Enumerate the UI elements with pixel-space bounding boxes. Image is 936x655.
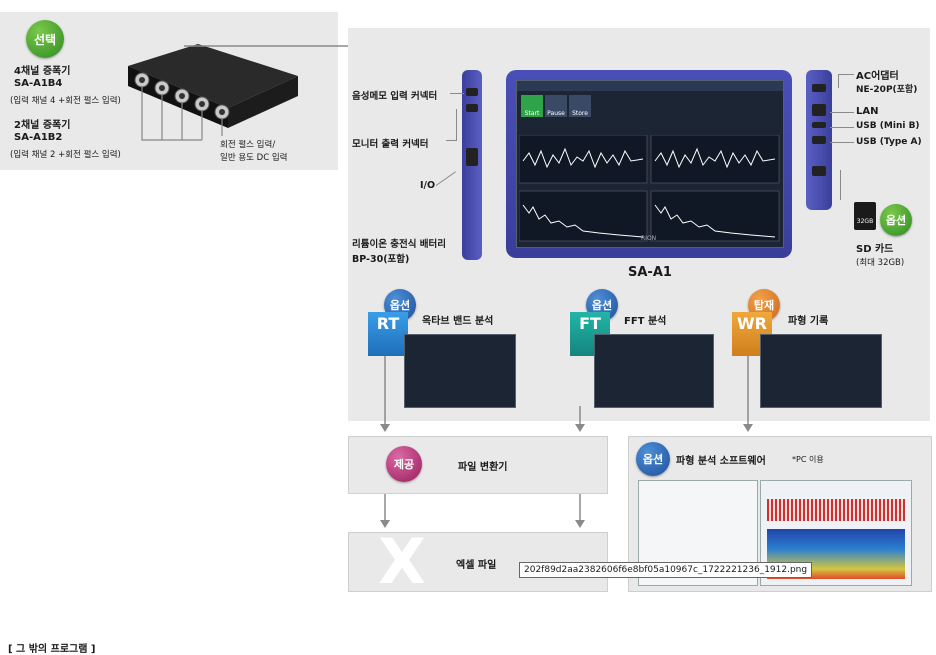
- lan-port: [812, 104, 826, 116]
- lan-line: [830, 112, 854, 113]
- software-screenshot-2: [760, 480, 912, 586]
- usb-mini-port: [812, 122, 826, 128]
- device-screen: Start Pause Store RION: [516, 80, 784, 248]
- battery-model: BP-30(포함): [352, 254, 410, 265]
- usb-a-label: USB (Type A): [856, 137, 922, 147]
- software-waveform: [767, 499, 905, 521]
- screen-pause-button[interactable]: Pause: [545, 95, 567, 117]
- sd-card-label: SD 카드: [856, 244, 894, 255]
- voice-memo-label: 음성메모 입력 커넥터: [352, 91, 438, 102]
- lan-label: LAN: [856, 106, 879, 117]
- amplifier-device: [128, 44, 298, 141]
- rt-tile-icon: RT: [368, 312, 408, 356]
- sd-line-v: [840, 170, 841, 200]
- filename-tooltip: 202f89d2aa2382606f6e8bf05a10967c_1722221…: [519, 562, 813, 578]
- software-label: 파형 분석 소프트웨어: [676, 456, 766, 467]
- voice-memo-line: [450, 93, 464, 94]
- provided-badge: 제공: [386, 446, 422, 482]
- usb-a-port: [812, 136, 826, 144]
- battery-label: 리튬이온 충전식 배터리: [352, 239, 447, 250]
- monitor-connector: [466, 104, 478, 112]
- screen-start-button[interactable]: Start: [521, 95, 543, 117]
- voice-connector: [466, 88, 478, 96]
- sd-card-icon: 32GB: [854, 202, 876, 230]
- ac-line-h: [838, 74, 854, 75]
- pulse-label-2: 일반 용도 DC 입력: [220, 153, 288, 163]
- device-name: SA-A1: [628, 265, 672, 280]
- four-ch-model: SA-A1B4: [14, 78, 63, 89]
- monitor-out-label: 모니터 출력 커넥터: [352, 139, 429, 150]
- ft-label: FFT 분석: [624, 316, 667, 327]
- excel-label: 엑셀 파일: [456, 560, 497, 571]
- two-ch-model: SA-A1B2: [14, 132, 63, 143]
- converter-box: [348, 436, 608, 494]
- converter-label: 파일 변환기: [458, 462, 508, 473]
- ac-model-label: NE-20P(포함): [856, 85, 918, 95]
- rt-screenshot: [404, 334, 516, 408]
- four-ch-desc: (입력 채널 4 +회전 펄스 입력): [10, 96, 121, 106]
- screen-header: [517, 81, 783, 91]
- four-ch-title: 4채널 증폭기: [14, 66, 71, 77]
- software-note: *PC 이용: [792, 455, 824, 464]
- software-option-badge: 옵션: [636, 442, 670, 476]
- ac-adapter-label: AC어댑터: [856, 71, 899, 82]
- excel-x-icon: X: [378, 525, 426, 598]
- sd-card-size: 32GB: [856, 218, 874, 225]
- screen-store-button[interactable]: Store: [569, 95, 591, 117]
- usb-mini-line: [830, 127, 854, 128]
- other-programs-heading: [ 그 밖의 프로그램 ]: [8, 644, 96, 655]
- usb-a-line: [830, 142, 854, 143]
- two-ch-desc: (입력 채널 2 +회전 펄스 입력): [10, 150, 121, 160]
- ac-port: [812, 84, 826, 92]
- ac-line-v: [838, 74, 839, 88]
- io-label: I/O: [420, 180, 436, 191]
- sd-option-badge: 옵션: [880, 204, 912, 236]
- flow-arrows: [380, 356, 753, 528]
- monitor-line-v: [456, 109, 457, 141]
- wr-screenshot: [760, 334, 882, 408]
- io-connector: [466, 148, 478, 166]
- screen-waveforms: [519, 135, 780, 242]
- pulse-label-1: 회전 펄스 입력/: [220, 140, 276, 150]
- select-badge: 선택: [26, 20, 64, 58]
- wr-label: 파형 기록: [788, 316, 829, 327]
- two-ch-title: 2채널 증폭기: [14, 120, 71, 131]
- sd-slot: [812, 166, 826, 176]
- sd-card-max: (최대 32GB): [856, 258, 905, 268]
- monitor-line-h: [446, 140, 456, 141]
- ft-screenshot: [594, 334, 714, 408]
- rt-label: 옥타브 밴드 분석: [422, 316, 494, 327]
- screen-brand: RION: [641, 235, 657, 242]
- usb-mini-label: USB (Mini B): [856, 121, 920, 131]
